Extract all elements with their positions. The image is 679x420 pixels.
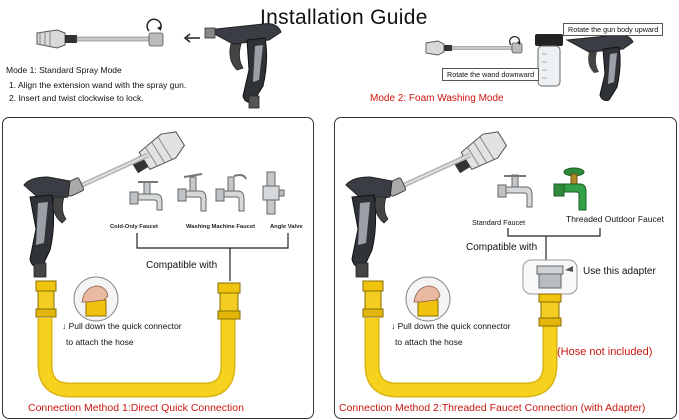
faucet-label-washing-machine: Washing Machine Faucet xyxy=(186,224,256,230)
mode2-heading: Mode 2: Foam Washing Mode xyxy=(370,93,504,104)
foam-bottle-icon xyxy=(535,34,563,87)
hand-icon xyxy=(73,276,119,322)
pull-instruction-line2: to attach the hose xyxy=(66,337,134,347)
quick-connector-icon xyxy=(217,282,241,320)
quick-connector-icon xyxy=(538,293,562,327)
faucet-label-cold-only: Cold-Only Faucet xyxy=(110,224,158,230)
quick-connector-icon xyxy=(35,280,57,318)
panel-connection-method-2 xyxy=(334,117,677,419)
faucet-icon xyxy=(129,181,163,211)
spray-gun-icon xyxy=(565,34,634,101)
compatible-with-label: Compatible with xyxy=(466,242,538,253)
faucet-label-angle-valve: Angle Valve xyxy=(270,224,303,230)
rotate-arrow-icon xyxy=(509,36,521,46)
page-title: Installation Guide xyxy=(260,6,428,29)
faucet-icon xyxy=(215,174,247,212)
hose-not-included-note: (Hose not included) xyxy=(557,346,653,358)
adapter-label: Use this adapter xyxy=(583,266,656,277)
threaded-faucet-icon xyxy=(553,167,587,211)
angle-valve-icon xyxy=(262,171,285,215)
faucet-icon xyxy=(177,173,207,212)
pull-instruction-line1: ↓ Pull down the quick connector xyxy=(391,321,511,331)
caption-method-2: Connection Method 2:Threaded Faucet Conn… xyxy=(339,402,646,414)
mode1-step1: 1. Align the extension wand with the spr… xyxy=(9,80,187,90)
extension-wand-icon xyxy=(36,29,164,49)
mode1-step2: 2. Insert and twist clockwise to lock. xyxy=(9,93,144,103)
spray-gun-with-wand-icon xyxy=(23,131,186,278)
direction-arrow-icon xyxy=(183,33,200,43)
panel-connection-method-1 xyxy=(2,117,314,419)
extension-wand-icon xyxy=(425,40,523,56)
pull-instruction-line1: ↓ Pull down the quick connector xyxy=(62,321,182,331)
faucet-label-threaded-outdoor: Threaded Outdoor Faucet xyxy=(566,214,664,224)
spray-gun-icon xyxy=(204,23,282,109)
pull-instruction-line2: to attach the hose xyxy=(395,337,463,347)
rotate-arrow-icon xyxy=(146,18,162,32)
compatible-with-label: Compatible with xyxy=(146,260,218,271)
adapter-icon xyxy=(522,259,578,295)
mode1-heading: Mode 1: Standard Spray Mode xyxy=(6,65,122,75)
label-rotate-gun: Rotate the gun body upward xyxy=(563,23,664,36)
quick-connector-icon xyxy=(362,280,384,318)
spray-gun-with-wand-icon xyxy=(345,131,508,278)
caption-method-1: Connection Method 1:Direct Quick Connect… xyxy=(28,402,244,414)
hand-icon xyxy=(405,276,451,322)
label-rotate-wand: Rotate the wand downward xyxy=(442,68,540,81)
faucet-icon xyxy=(497,174,533,208)
faucet-label-standard: Standard Faucet xyxy=(472,218,526,227)
